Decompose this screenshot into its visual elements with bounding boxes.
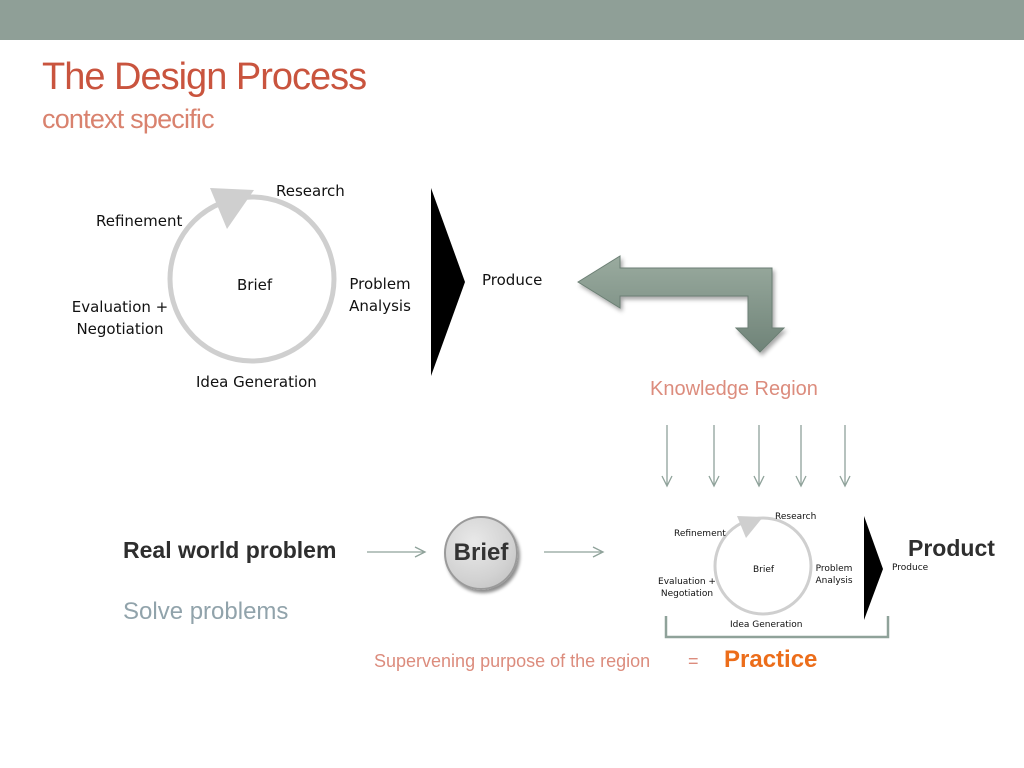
small-label-brief: Brief (753, 565, 775, 575)
main-label-negotiation: Negotiation (76, 320, 164, 338)
main-label-analysis: Analysis (349, 297, 411, 315)
small-cycle-arrowhead (737, 516, 763, 538)
small-label-negotiation: Negotiation (660, 589, 714, 599)
product-label: Product (908, 535, 995, 561)
main-label-produce: Produce (482, 271, 543, 289)
main-label-evaluation: Evaluation + (71, 298, 169, 316)
small-label-analysis: Analysis (815, 576, 853, 586)
main-label-evaluation-negotiation: Evaluation + Negotiation (70, 296, 170, 340)
knowledge-bent-arrow (577, 255, 786, 353)
practice-label: Practice (724, 646, 818, 673)
main-label-idea-generation: Idea Generation (196, 373, 317, 391)
small-label-problem-analysis: Problem Analysis (810, 563, 858, 587)
knowledge-down-arrows (661, 425, 851, 488)
small-label-refinement: Refinement (674, 529, 726, 539)
small-label-produce: Produce (892, 563, 929, 573)
main-label-refinement: Refinement (96, 212, 183, 230)
main-cycle-ring (167, 194, 337, 364)
main-label-problem-analysis: Problem Analysis (340, 273, 420, 317)
real-world-problem-label: Real world problem (123, 537, 337, 563)
main-label-research: Research (276, 182, 345, 200)
main-produce-wedge (431, 188, 465, 376)
small-label-evaluation: Evaluation + (658, 577, 716, 587)
small-label-idea-generation: Idea Generation (730, 620, 803, 630)
solve-problems-label: Solve problems (123, 598, 289, 625)
practice-bracket (664, 616, 890, 639)
header-bar (0, 0, 1024, 40)
knowledge-region-label: Knowledge Region (650, 378, 818, 400)
main-cycle-arrowhead (210, 188, 254, 229)
brief-circle: Brief (444, 516, 518, 590)
small-cycle-ring (713, 516, 813, 616)
small-label-research: Research (775, 512, 817, 522)
main-label-problem: Problem (349, 275, 411, 293)
main-label-brief: Brief (237, 276, 273, 294)
small-label-evaluation-negotiation: Evaluation + Negotiation (656, 576, 718, 600)
small-label-problem: Problem (815, 564, 853, 574)
equals-sign: = (688, 651, 699, 671)
slide-title: The Design Process (42, 56, 367, 98)
slide-subtitle: context specific (42, 104, 215, 134)
flow-arrows (367, 546, 605, 558)
small-produce-wedge (864, 516, 883, 620)
supervening-purpose-label: Supervening purpose of the region (374, 651, 651, 671)
